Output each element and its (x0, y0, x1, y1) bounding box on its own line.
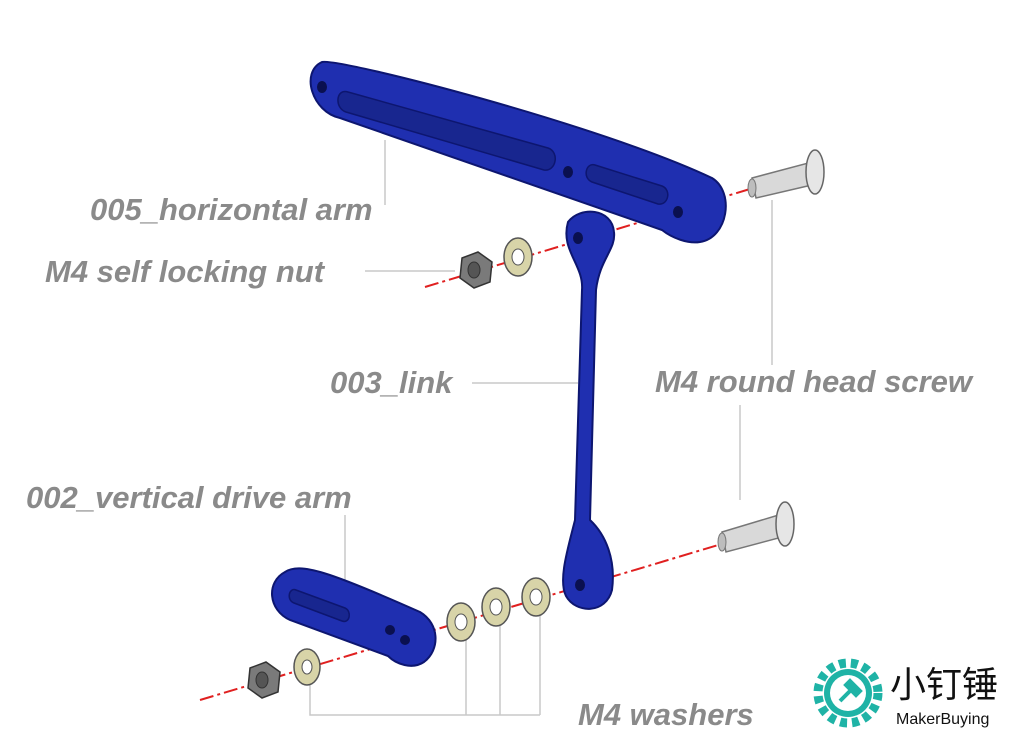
lower-washer-1 (293, 648, 321, 686)
label-vertical-drive-arm: 002_vertical drive arm (26, 480, 352, 515)
logo-chinese-text: 小钉锤 (890, 665, 999, 706)
lower-washer-3 (481, 587, 511, 627)
logo-english-text: MakerBuying (896, 711, 990, 728)
leader-lines (309, 140, 773, 716)
lower-self-locking-nut (247, 661, 281, 699)
upper-self-locking-nut (459, 251, 493, 289)
vertical-drive-arm-part (271, 567, 437, 667)
label-washers: M4 washers (578, 697, 754, 732)
label-self-locking-nut: M4 self locking nut (45, 254, 325, 289)
lower-washer-2 (446, 602, 476, 642)
link-part (562, 210, 616, 610)
upper-round-head-screw (747, 149, 825, 199)
gear-logo-icon (813, 658, 883, 728)
horizontal-arm-part (309, 60, 727, 244)
lower-round-head-screw (717, 501, 795, 553)
label-link: 003_link (330, 365, 453, 400)
lower-washer-4 (521, 577, 551, 617)
label-round-head-screw: M4 round head screw (655, 364, 972, 399)
upper-washer (503, 237, 533, 277)
label-horizontal-arm: 005_horizontal arm (90, 192, 373, 227)
